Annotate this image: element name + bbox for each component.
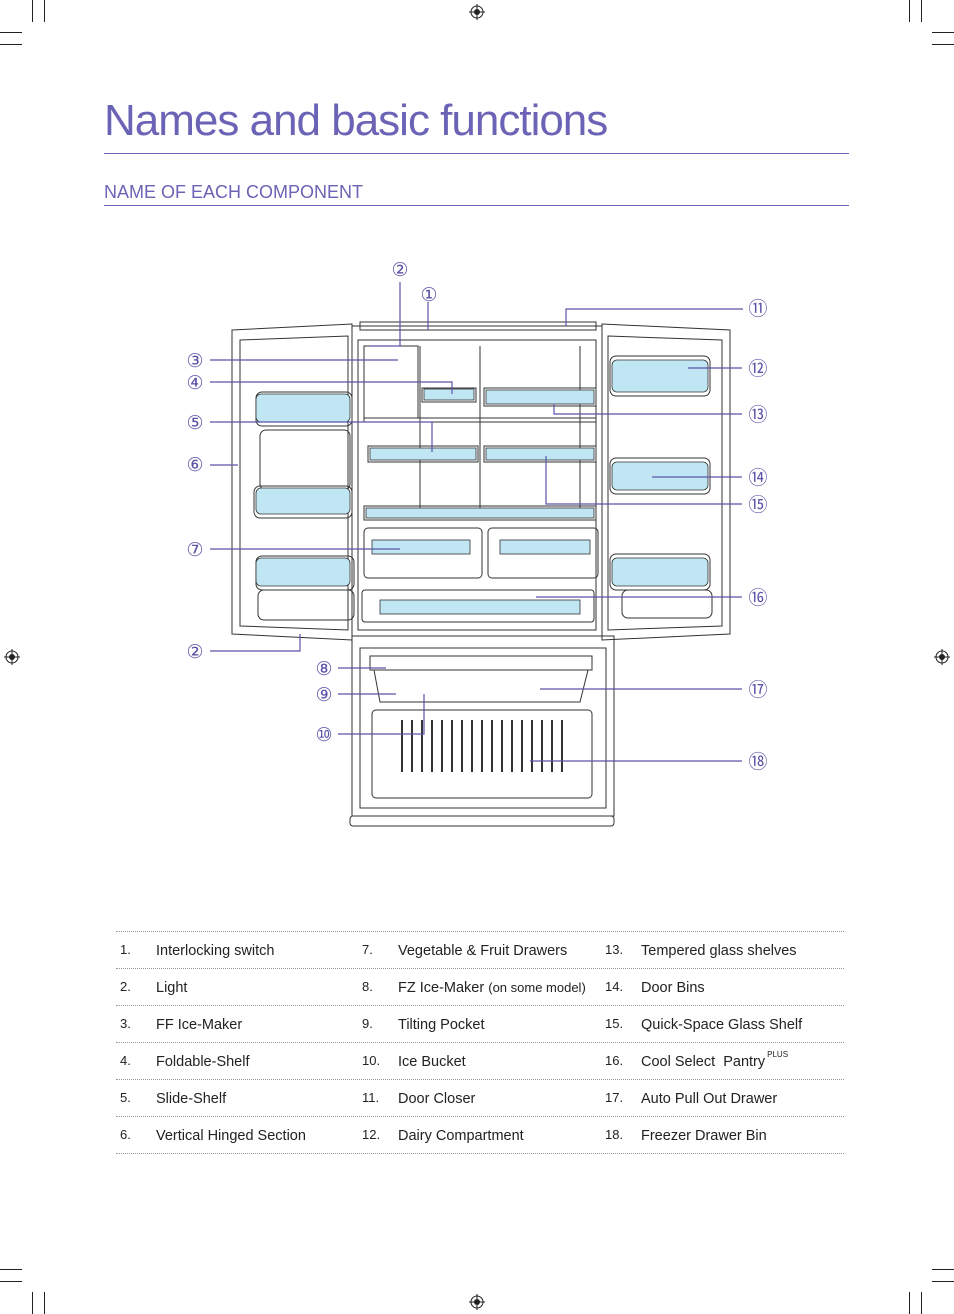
item-number: 12. [362,1127,381,1142]
item-number: 2. [120,979,131,994]
item-number: 9. [362,1016,373,1031]
table-row: 3. FF Ice-Maker 9. Tilting Pocket 15. Quick… [116,1005,844,1042]
registration-mark-icon [4,649,20,665]
item-label-main: Cool Select Pantry [641,1054,766,1070]
item-number: 8. [362,979,373,994]
crop-mark [921,1292,922,1314]
item-label-main: FZ Ice-Maker [398,980,485,996]
item-label: Light [156,980,188,996]
crop-mark [909,1292,910,1314]
item-label: Vertical Hinged Section [156,1128,306,1144]
item-number: 15. [605,1016,624,1031]
crop-mark [921,0,922,22]
refrigerator-diagram: ② ① ⑪ ③ ④ ⑫ ⑤ ⑬ ⑥ ⑭ ⑮ ⑦ ⑯ ② ⑧ ⑨ ⑰ ⑩ ⑱ [186,259,768,827]
item-label: FF Ice-Maker [156,1017,243,1033]
crop-mark [44,1292,45,1314]
item-number: 18. [605,1127,624,1142]
item-label: Door Closer [398,1091,476,1107]
crop-mark [0,1281,22,1282]
callout-2-top: ② [391,259,408,281]
table-row: 4. Foldable-Shelf 10. Ice Bucket 16. Cool S… [116,1042,844,1079]
callout-10: ⑩ [315,724,332,746]
callout-18: ⑱ [748,751,767,773]
item-number: 16. [605,1053,624,1068]
item-label: FZ Ice-Maker (on some model) [398,980,586,996]
item-number: 1. [120,942,131,957]
callout-8: ⑧ [315,658,332,680]
page-title: Names and basic functions [104,96,608,145]
callout-13: ⑬ [748,404,767,426]
item-label: Ice Bucket [398,1054,466,1070]
callout-7: ⑦ [186,539,203,561]
item-label: Tilting Pocket [398,1017,485,1033]
item-label: Foldable-Shelf [156,1054,250,1070]
callout-1: ① [420,284,437,306]
crop-mark [909,0,910,22]
crop-mark [932,44,954,45]
table-row: 1. Interlocking switch 7. Vegetable & Frui… [116,931,844,968]
section-divider [104,205,849,206]
item-number: 13. [605,942,624,957]
crop-mark [32,0,33,22]
item-label: Vegetable & Fruit Drawers [398,943,568,959]
callout-5: ⑤ [186,412,203,434]
item-number: 7. [362,942,373,957]
callout-4: ④ [186,372,203,394]
item-number: 5. [120,1090,131,1105]
callout-9: ⑨ [315,684,332,706]
registration-mark-icon [934,649,950,665]
item-label-note: (on some model) [488,980,586,995]
table-row: 2. Light 8. FZ Ice-Maker (on some model) 1… [116,968,844,1005]
registration-mark-icon [469,4,485,20]
crop-mark [0,1269,22,1270]
crop-mark [0,44,22,45]
callout-16: ⑯ [748,587,767,609]
callout-14: ⑭ [748,467,767,489]
crop-mark [932,1269,954,1270]
crop-mark [932,32,954,33]
crop-mark [0,32,22,33]
crop-mark [32,1292,33,1314]
item-label: Slide-Shelf [156,1091,227,1107]
item-label: Door Bins [641,980,705,996]
table-row: 5. Slide-Shelf 11. Door Closer 17. Auto Pul… [116,1079,844,1116]
item-number: 6. [120,1127,131,1142]
item-label: Freezer Drawer Bin [641,1128,767,1144]
section-heading: NAME OF EACH COMPONENT [104,182,364,202]
item-label: Dairy Compartment [398,1128,524,1144]
title-divider [104,153,849,154]
crop-mark [932,1281,954,1282]
item-number: 3. [120,1016,131,1031]
callout-11: ⑪ [748,298,767,320]
item-number: 11. [362,1090,380,1105]
registration-mark-icon [469,1294,485,1310]
item-label: Quick-Space Glass Shelf [641,1017,803,1033]
callout-17: ⑰ [748,679,767,701]
item-number: 14. [605,979,624,994]
table-row: 6. Vertical Hinged Section 12. Dairy Compa… [116,1116,844,1154]
callout-6: ⑥ [186,454,203,476]
item-number: 17. [605,1090,624,1105]
item-number: 4. [120,1053,131,1068]
callout-12: ⑫ [748,358,767,380]
callout-15: ⑮ [748,494,767,516]
crop-mark [44,0,45,22]
item-label: Auto Pull Out Drawer [641,1091,778,1107]
item-label: Tempered glass shelves [641,943,797,959]
item-label: Interlocking switch [156,943,275,959]
item-label-superscript: PLUS [767,1050,789,1059]
component-legend-table: 1. Interlocking switch 7. Vegetable & Frui… [116,931,844,1154]
callout-3: ③ [186,350,203,372]
item-number: 10. [362,1053,381,1068]
callout-2-bottom: ② [186,641,203,663]
